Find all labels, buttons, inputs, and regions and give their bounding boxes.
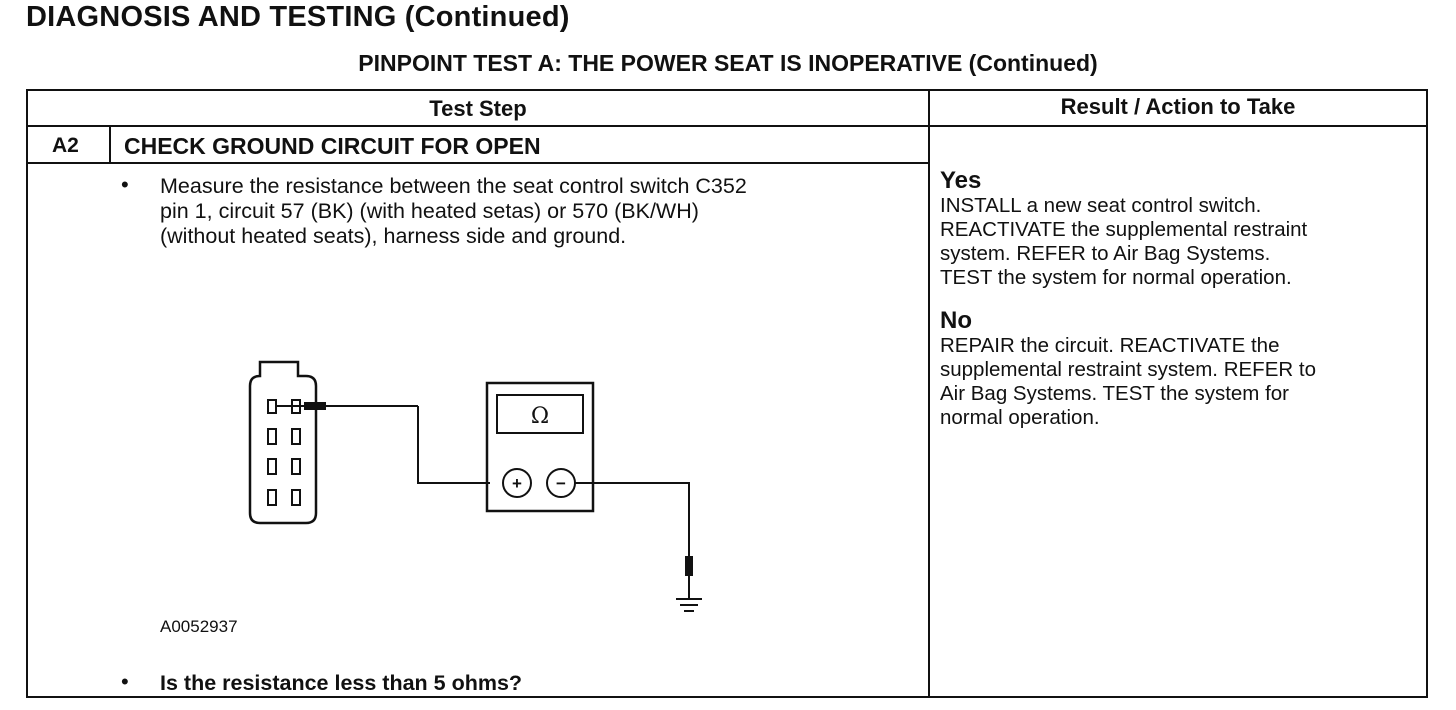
- column-divider: [928, 91, 930, 696]
- result-no-action: REPAIR the circuit. REACTIVATE the suppl…: [940, 334, 1316, 429]
- wiring-diagram: Ω + −: [248, 360, 702, 612]
- header-test-step: Test Step: [429, 96, 527, 121]
- ohm-symbol: Ω: [531, 404, 549, 429]
- result-yes-action: INSTALL a new seat control switch. REACT…: [940, 194, 1308, 289]
- bullet-icon: •: [121, 669, 129, 694]
- connector-c352: [248, 360, 318, 525]
- figure-code: A0052937: [160, 617, 238, 636]
- step-question: Is the resistance less than 5 ohms?: [160, 671, 523, 695]
- plus-terminal: +: [512, 474, 522, 493]
- pinpoint-test-table: Test Step Result / Action to Take A2 CHE…: [26, 89, 1428, 698]
- step-instruction: Measure the resistance between the seat …: [160, 174, 747, 248]
- ground-symbol-icon: [676, 598, 702, 612]
- bullet-icon: •: [121, 172, 129, 197]
- result-yes-label: Yes: [940, 167, 982, 194]
- result-no-label: No: [940, 307, 972, 334]
- page-title: DIAGNOSIS AND TESTING (Continued): [26, 1, 570, 33]
- step-title-divider: [28, 162, 928, 164]
- ohmmeter: Ω + −: [485, 381, 595, 513]
- step-id: A2: [52, 134, 79, 157]
- probe-lead-positive: [277, 402, 490, 484]
- probe-lead-ground: [575, 482, 693, 599]
- header-result-action: Result / Action to Take: [1060, 94, 1296, 119]
- pinpoint-test-title: PINPOINT TEST A: THE POWER SEAT IS INOPE…: [358, 50, 1098, 76]
- step-id-divider: [109, 127, 111, 163]
- connector-pins: [267, 399, 301, 506]
- header-divider: [28, 125, 1426, 127]
- step-title: CHECK GROUND CIRCUIT FOR OPEN: [124, 133, 541, 159]
- minus-terminal: −: [556, 474, 566, 493]
